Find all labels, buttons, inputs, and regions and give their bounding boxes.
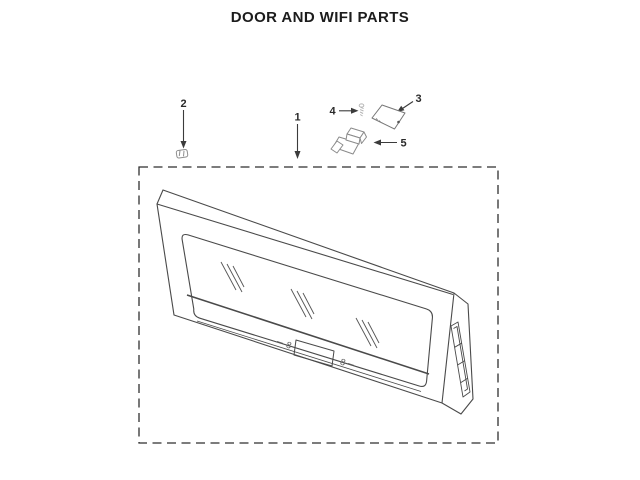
callout-number-5: 5	[400, 138, 406, 150]
callout-arrowhead-1	[294, 151, 301, 159]
diagram-boundary-box	[138, 166, 499, 444]
callout-number-1: 1	[294, 112, 300, 124]
callout-number-2: 2	[180, 98, 186, 110]
latch-glyph-right: 8	[339, 357, 347, 368]
door-control-rect	[293, 339, 335, 367]
door-end-edge	[441, 292, 455, 404]
door-assembly-drawing: 8 8	[156, 189, 474, 415]
callout-arrowhead-5	[373, 139, 381, 146]
wifi-module-icon	[371, 104, 406, 130]
callout-2: 2	[180, 98, 187, 149]
door-latch-slot-panel	[450, 321, 471, 398]
door-band-lower-line	[196, 320, 422, 392]
callout-number-3: 3	[415, 93, 421, 105]
callout-arrowhead-4	[351, 107, 359, 114]
screw-icon	[358, 103, 365, 117]
callout-1: 1	[294, 112, 301, 159]
callout-arrow-3	[400, 101, 414, 110]
door-window-frame	[181, 233, 433, 387]
callout-3: 3	[397, 93, 422, 112]
door-glass-bottom-edge	[186, 294, 430, 375]
callout-5: 5	[373, 138, 407, 150]
door-latch-glyphs: 8 8	[276, 340, 355, 368]
door-outline	[156, 189, 474, 415]
callout-number-4: 4	[329, 106, 336, 118]
page-title: DOOR AND WIFI PARTS	[230, 9, 410, 26]
door-top-band	[156, 203, 454, 296]
glass-shine-marks	[220, 261, 380, 349]
latch-glyph-left: 8	[285, 340, 293, 351]
callout-arrowhead-2	[180, 141, 187, 149]
bracket-icon	[330, 127, 367, 155]
callout-4: 4	[329, 106, 359, 118]
fastener-clip-icon	[175, 149, 189, 159]
